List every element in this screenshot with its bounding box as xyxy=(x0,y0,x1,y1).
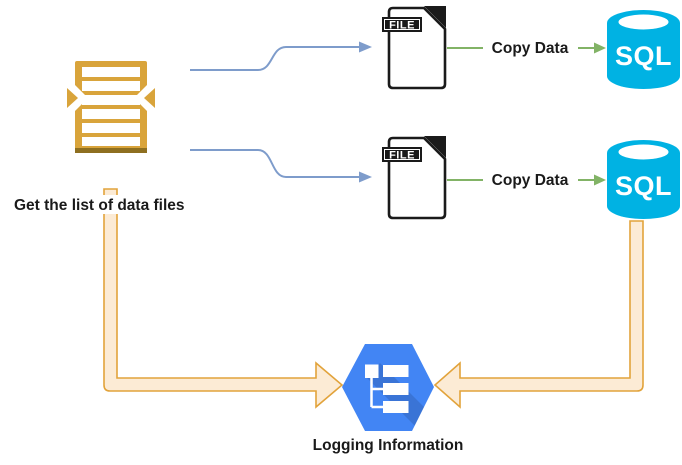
sql-cylinder-rim xyxy=(618,14,669,30)
logging-label: Logging Information xyxy=(313,437,464,454)
file-badge-label: FILE xyxy=(389,150,415,162)
file-badge xyxy=(382,147,422,162)
source-label-backing xyxy=(12,195,214,214)
file-folded-corner xyxy=(424,136,446,158)
sql-database-row1: SQL xyxy=(607,10,680,90)
copy-data-row1: Copy Data xyxy=(447,40,606,57)
arrowhead-right-icon xyxy=(359,41,372,53)
flow-connector-bottom-line xyxy=(190,149,359,178)
cloud-logging-hexagon-icon xyxy=(342,344,434,431)
file-badge xyxy=(382,17,422,32)
logging-arrow-left xyxy=(103,188,344,409)
sql-label: SQL xyxy=(615,171,672,201)
copy-data-label: Copy Data xyxy=(492,172,569,189)
list-icon-base xyxy=(75,148,147,153)
sql-cylinder xyxy=(607,140,680,219)
logging-arrow-right-shape xyxy=(433,220,644,409)
logging-glyph-icon xyxy=(365,364,409,413)
file-badge-frame xyxy=(384,149,420,160)
logging-arrow-right xyxy=(433,220,644,409)
file-icon-row2: FILE xyxy=(382,136,447,220)
file-badge-label: FILE xyxy=(389,20,415,32)
copy-data-row2: Copy Data xyxy=(447,172,606,189)
list-icon-left-notch xyxy=(75,85,88,111)
copy-data-label: Copy Data xyxy=(492,40,569,57)
flow-connector-top-line xyxy=(190,46,359,71)
list-icon-stripes xyxy=(82,67,140,146)
sql-label: SQL xyxy=(615,41,672,71)
hexagon-inner-shadow xyxy=(366,363,434,431)
flow-connector-bottom xyxy=(190,149,372,183)
source-label: Get the list of data files xyxy=(14,197,185,214)
list-icon-right-notch xyxy=(134,85,147,111)
sql-cylinder xyxy=(607,10,680,90)
chevron-right-icon xyxy=(67,88,78,108)
arrowhead-right-icon xyxy=(594,174,606,186)
chevron-left-icon xyxy=(144,88,155,108)
flow-connector-top xyxy=(190,41,372,71)
arrowhead-right-icon xyxy=(594,42,606,54)
arrowhead-right-icon xyxy=(359,171,372,183)
logging-arrow-left-shape xyxy=(103,188,344,409)
file-badge-frame xyxy=(384,19,420,30)
list-activity-icon xyxy=(67,61,155,153)
sql-cylinder-rim xyxy=(618,144,669,160)
file-folded-corner xyxy=(424,6,446,28)
sql-database-row2: SQL xyxy=(607,140,680,219)
file-icon-row1: FILE xyxy=(382,6,447,90)
